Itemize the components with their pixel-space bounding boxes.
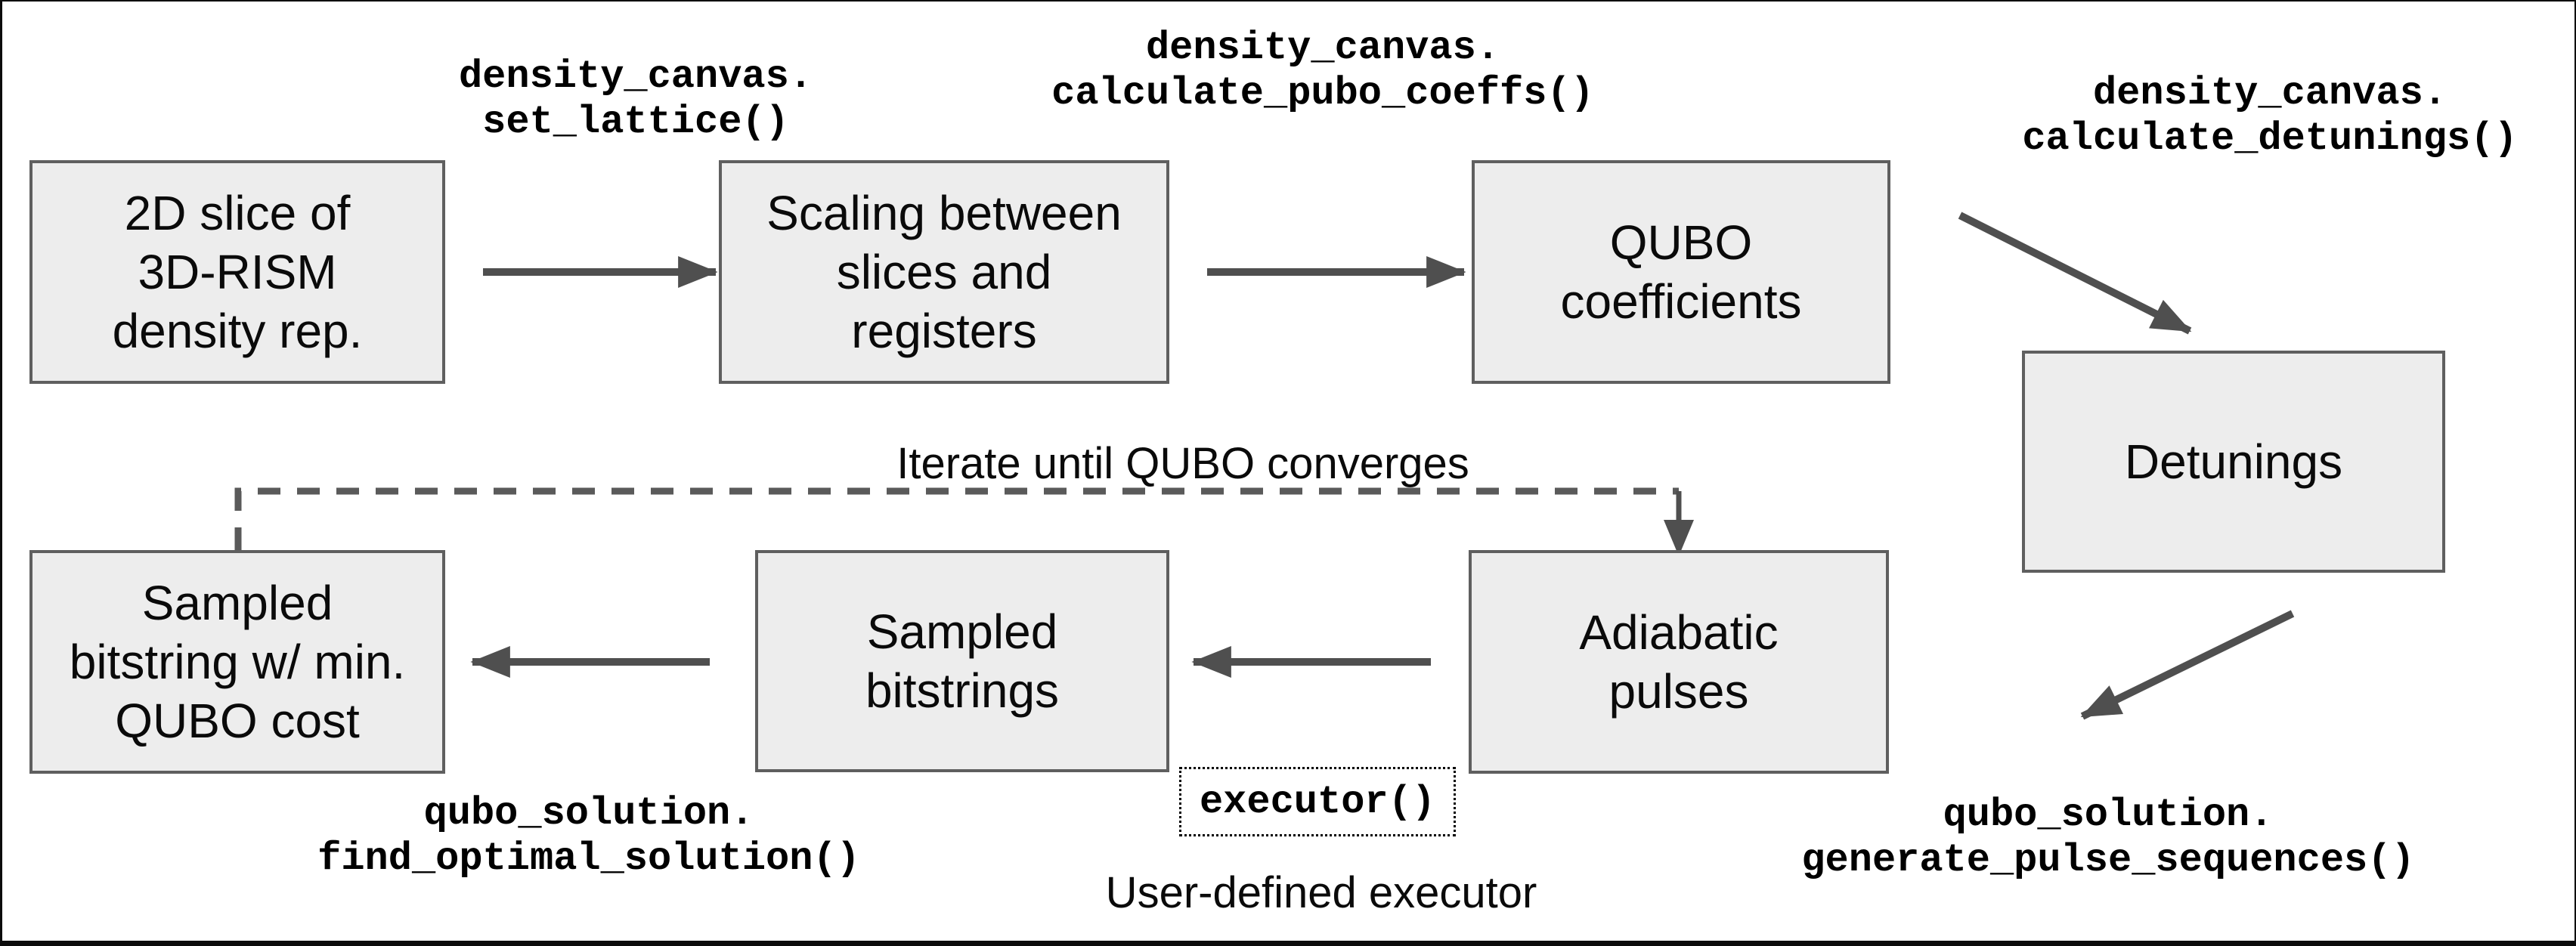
box-scaling-label: Scaling between slices and registers	[766, 186, 1122, 358]
box-min-qubo-bitstring: Sampled bitstring w/ min. QUBO cost	[29, 550, 445, 774]
box-2d-slice-label: 2D slice of 3D-RISM density rep.	[112, 186, 363, 358]
box-detunings: Detunings	[2022, 351, 2445, 573]
code-line: generate_pulse_sequences()	[1801, 838, 2415, 883]
box-sampled-bitstrings: Sampled bitstrings	[755, 550, 1169, 772]
executor-label: executor()	[1199, 779, 1436, 824]
code-label-set-lattice: density_canvas. set_lattice()	[459, 54, 813, 145]
arrow-qubo-to-detunings	[1958, 212, 2192, 335]
annotation-iterate-until-converges: Iterate until QUBO converges	[896, 439, 1469, 488]
code-line: qubo_solution.	[1943, 793, 2274, 837]
box-detunings-label: Detunings	[2124, 434, 2343, 489]
iterate-dashed-path	[234, 487, 1679, 550]
code-label-calculate-detunings: density_canvas. calculate_detunings()	[2022, 71, 2517, 162]
annotation-user-defined-executor: User-defined executor	[1105, 868, 1537, 917]
code-label-calculate-pubo-coeffs: density_canvas. calculate_pubo_coeffs()	[1051, 26, 1594, 116]
box-adiabatic-pulses-label: Adiabatic pulses	[1579, 605, 1779, 719]
box-adiabatic-pulses: Adiabatic pulses	[1469, 550, 1889, 774]
code-line: calculate_detunings()	[2022, 116, 2518, 161]
arrow-detunings-to-adiabatic	[2080, 610, 2295, 720]
code-line: calculate_pubo_coeffs()	[1051, 71, 1594, 116]
code-label-generate-pulse-sequences: qubo_solution. generate_pulse_sequences(…	[1801, 793, 2414, 883]
box-min-qubo-bitstring-label: Sampled bitstring w/ min. QUBO cost	[69, 576, 406, 748]
code-line: find_optimal_solution()	[317, 836, 860, 881]
code-line: qubo_solution.	[423, 791, 754, 836]
code-line: set_lattice()	[482, 100, 789, 144]
code-label-find-optimal-solution: qubo_solution. find_optimal_solution()	[317, 791, 860, 882]
box-2d-slice: 2D slice of 3D-RISM density rep.	[29, 160, 445, 384]
box-scaling: Scaling between slices and registers	[719, 160, 1169, 384]
code-line: density_canvas.	[2092, 71, 2448, 116]
code-line: density_canvas.	[1145, 26, 1500, 70]
box-qubo-coefficients-label: QUBO coefficients	[1560, 215, 1802, 329]
executor-dotted-box: executor()	[1179, 767, 1456, 836]
box-qubo-coefficients: QUBO coefficients	[1472, 160, 1890, 384]
code-line: density_canvas.	[458, 54, 813, 99]
box-sampled-bitstrings-label: Sampled bitstrings	[865, 604, 1060, 718]
